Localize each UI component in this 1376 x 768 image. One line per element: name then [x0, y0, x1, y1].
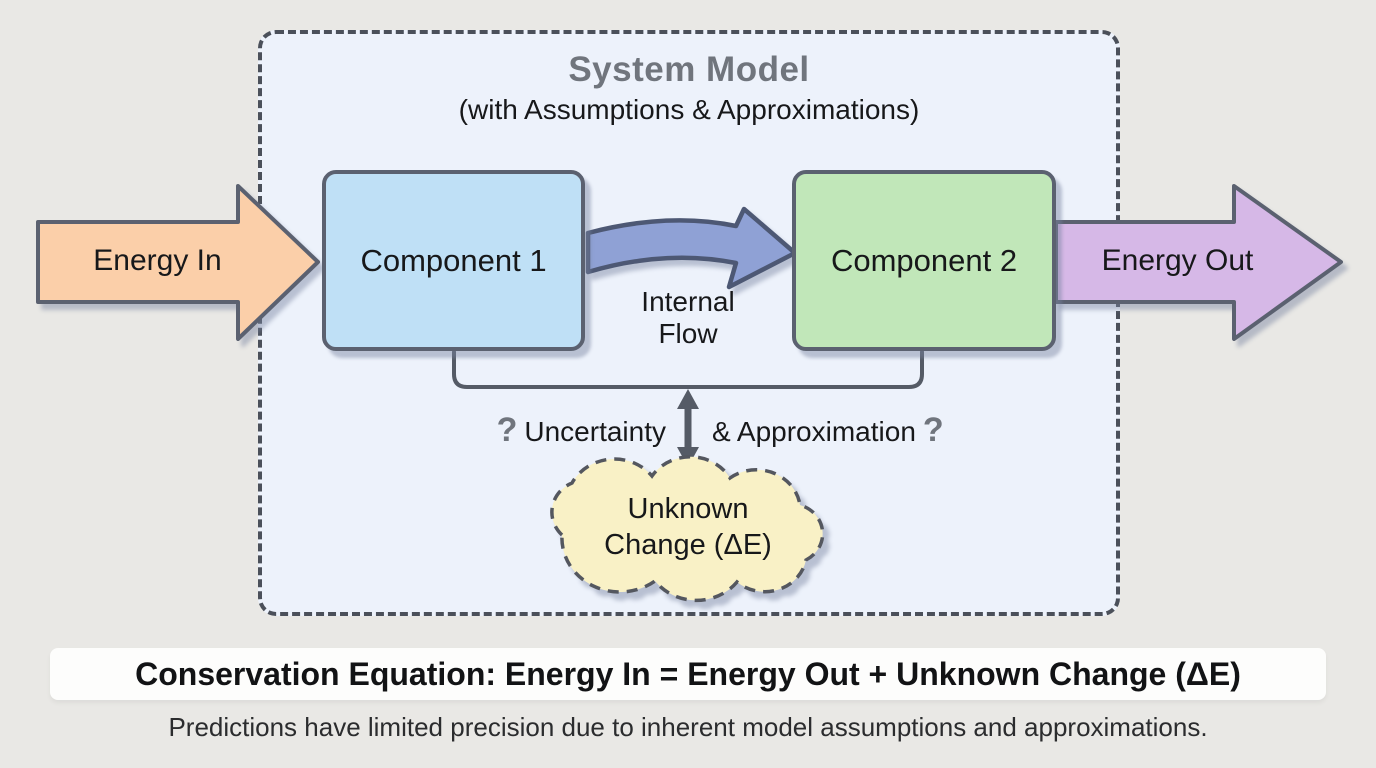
uncertainty-text: Uncertainty: [524, 416, 666, 447]
approximation-text: & Approximation: [712, 416, 916, 447]
internal-flow-arrow: [585, 206, 798, 290]
precision-caption: Predictions have limited precision due t…: [168, 712, 1208, 742]
uncertainty-label-left: ? Uncertainty: [490, 410, 666, 452]
energy-in-arrow: [36, 184, 320, 341]
question-mark-icon: ?: [922, 411, 944, 449]
unknown-change-label: Unknown Change (ΔE): [548, 491, 828, 563]
unknown-change-line1: Unknown: [627, 493, 749, 525]
component1-box: Component 1: [322, 170, 585, 351]
unknown-change-cloud: [550, 455, 825, 603]
conservation-equation-text: Conservation Equation: Energy In = Energ…: [135, 655, 1241, 692]
internal-flow-label: Internal Flow: [588, 286, 788, 350]
question-mark-icon: ?: [496, 411, 518, 449]
energy-out-arrow: [1054, 184, 1343, 341]
conservation-equation-bar: Conservation Equation: Energy In = Energ…: [50, 648, 1326, 700]
system-model-subtitle: (with Assumptions & Approximations): [458, 94, 920, 125]
component1-label: Component 1: [360, 242, 547, 278]
system-model-title: System Model: [568, 50, 810, 89]
double-arrow-up-head: [677, 389, 699, 409]
energy-out-label: Energy Out: [1101, 244, 1254, 277]
unknown-change-line2: Change (ΔE): [604, 529, 772, 561]
uncertainty-label-right: & Approximation ?: [712, 410, 951, 452]
energy-in-label: Energy In: [93, 244, 222, 277]
internal-flow-line1: Internal: [641, 286, 735, 317]
components-bracket-connector: [452, 350, 924, 389]
internal-flow-line2: Flow: [658, 318, 718, 349]
component2-box: Component 2: [792, 170, 1056, 351]
component2-label: Component 2: [830, 242, 1018, 278]
